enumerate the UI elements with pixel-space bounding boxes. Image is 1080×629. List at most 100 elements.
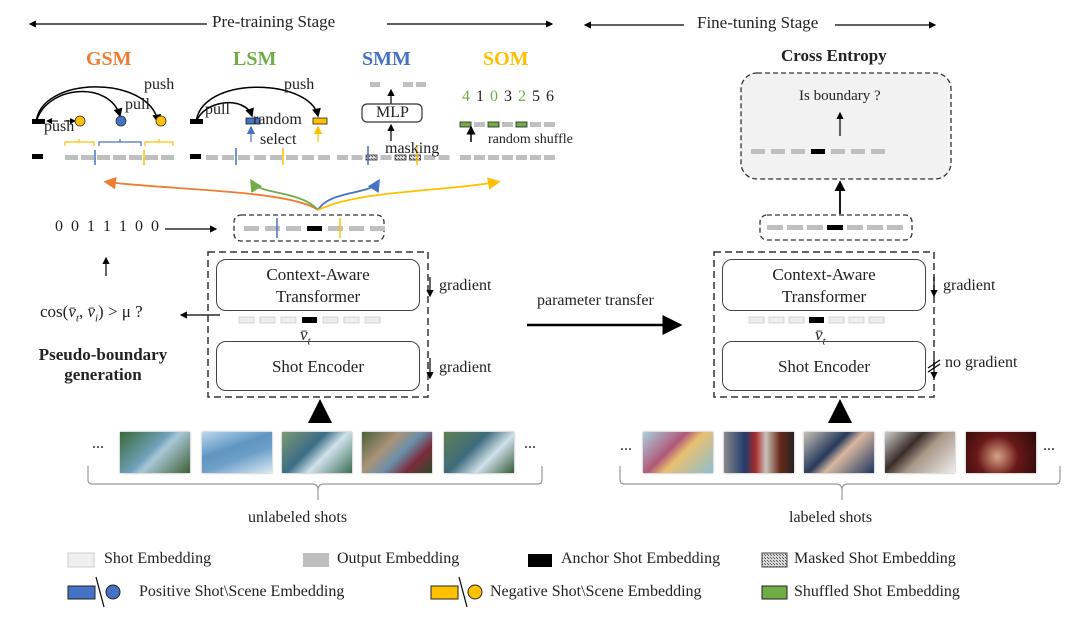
- shot-embedding: [322, 316, 339, 324]
- cond-rest: ) > μ ?: [98, 302, 143, 321]
- unlabeled-shots-label: unlabeled shots: [248, 509, 348, 526]
- lsm-diagram: [190, 86, 330, 165]
- legend-output-label: Output Embedding: [337, 550, 460, 567]
- output-embedding: [97, 155, 110, 160]
- cond-cos: cos(: [40, 302, 69, 321]
- unlabeled-shot-3: [282, 432, 352, 473]
- som-order-digit: 4: [462, 88, 470, 105]
- gsm-pull-label: pull: [125, 96, 150, 113]
- output-embedding: [238, 155, 250, 160]
- shuffled-embedding: [459, 121, 472, 128]
- cross-entropy-title: Cross Entropy: [781, 46, 887, 65]
- output-embedding: [380, 155, 392, 160]
- som-order-digit: 6: [546, 88, 554, 105]
- legend-shot-swatch: [67, 552, 95, 568]
- anchor-embedding: [827, 225, 843, 230]
- parameter-transfer-label: parameter transfer: [537, 292, 654, 309]
- output-embedding: [265, 226, 280, 231]
- output-embedding: [328, 226, 343, 231]
- smm-title: SMM: [362, 48, 411, 70]
- output-embedding: [516, 155, 527, 160]
- gsm-title: GSM: [86, 48, 132, 70]
- pretrain-encoder-gradient: gradient: [439, 359, 492, 376]
- masked-embedding: [409, 154, 421, 161]
- output-embedding: [871, 149, 885, 154]
- masked-embedding: [394, 154, 407, 161]
- legend-output-swatch: [303, 553, 329, 567]
- output-embedding: [161, 155, 174, 160]
- anchor-embedding: [302, 317, 317, 323]
- output-embedding: [474, 122, 485, 127]
- shot-embedding: [828, 316, 845, 324]
- output-embedding: [767, 225, 783, 230]
- legend-negative-circle: [467, 584, 483, 600]
- output-embedding: [302, 155, 314, 160]
- shuffled-embedding: [515, 121, 528, 128]
- anchor-embedding: [307, 226, 322, 231]
- legend-shuffled-swatch: [761, 585, 788, 600]
- labeled-ellipsis-right: ...: [1043, 437, 1055, 454]
- labeled-ellipsis-left: ...: [620, 437, 632, 454]
- legend-shuffled-label: Shuffled Shot Embedding: [794, 583, 960, 600]
- cond-var2: v̄: [87, 302, 95, 321]
- output-embedding: [502, 155, 513, 160]
- legend-negative-label: Negative Shot\Scene Embedding: [490, 583, 702, 600]
- unlabeled-ellipsis-right: ...: [524, 435, 536, 452]
- shot-embedding: [868, 316, 885, 324]
- anchor-var: v̄: [300, 325, 308, 344]
- transformer-line2: Transformer: [275, 287, 361, 306]
- anchor-embedding: [809, 317, 824, 323]
- pretrain-encoder-box: [207, 251, 429, 398]
- unlabeled-ellipsis-left: ...: [92, 435, 104, 452]
- output-embedding: [544, 122, 555, 127]
- shot-embedding: [238, 316, 255, 324]
- output-embedding: [460, 155, 471, 160]
- output-embedding: [787, 225, 803, 230]
- masked-embedding: [365, 154, 378, 161]
- legend-shot-label: Shot Embedding: [104, 550, 212, 567]
- unlabeled-shot-4: [362, 432, 432, 473]
- shot-embedding: [768, 316, 785, 324]
- labeled-brace: [619, 466, 1061, 500]
- output-embedding: [351, 155, 363, 160]
- finetune-encoder-box: [713, 251, 935, 398]
- output-embedding: [771, 149, 785, 154]
- cond-sub2: i: [94, 312, 99, 325]
- output-embedding: [867, 225, 883, 230]
- output-embedding: [222, 155, 234, 160]
- cond-sub1: t: [75, 312, 79, 325]
- output-embedding: [488, 155, 499, 160]
- output-embedding: [807, 225, 823, 230]
- legend-negative-rect: [430, 585, 459, 600]
- unlabeled-brace: [87, 466, 543, 500]
- shot-embedding: [343, 316, 360, 324]
- labeled-shot-3: [804, 432, 874, 473]
- ft-transformer-line2: Transformer: [781, 287, 867, 306]
- pretraining-stage-label: Pre-training Stage: [212, 12, 336, 31]
- output-embedding: [544, 155, 555, 160]
- legend-anchor-label: Anchor Shot Embedding: [561, 550, 721, 567]
- output-embedding: [791, 149, 805, 154]
- lsm-push-label: push: [284, 76, 315, 93]
- smm-diagram: [337, 82, 450, 165]
- output-embedding: [129, 155, 142, 160]
- shot-embedding: [788, 316, 805, 324]
- ft-anchor-var: v̄: [815, 325, 823, 344]
- output-embedding: [887, 225, 903, 230]
- output-embedding: [831, 149, 845, 154]
- legend-positive-rect: [67, 585, 96, 600]
- som-order-digit: 0: [490, 88, 498, 105]
- som-order-digit: 3: [504, 88, 512, 105]
- output-embedding: [286, 226, 301, 231]
- pseudo-title-line2: generation: [64, 365, 142, 384]
- som-order-digit: 5: [532, 88, 540, 105]
- finetune-output-box: [759, 214, 913, 241]
- is-boundary-label: Is boundary ?: [799, 88, 881, 104]
- output-embedding: [286, 155, 298, 160]
- legend-masked-swatch: [761, 552, 788, 568]
- ft-transformer-line1: Context-Aware: [772, 265, 876, 284]
- output-embedding: [847, 225, 863, 230]
- labeled-shot-4: [885, 432, 955, 473]
